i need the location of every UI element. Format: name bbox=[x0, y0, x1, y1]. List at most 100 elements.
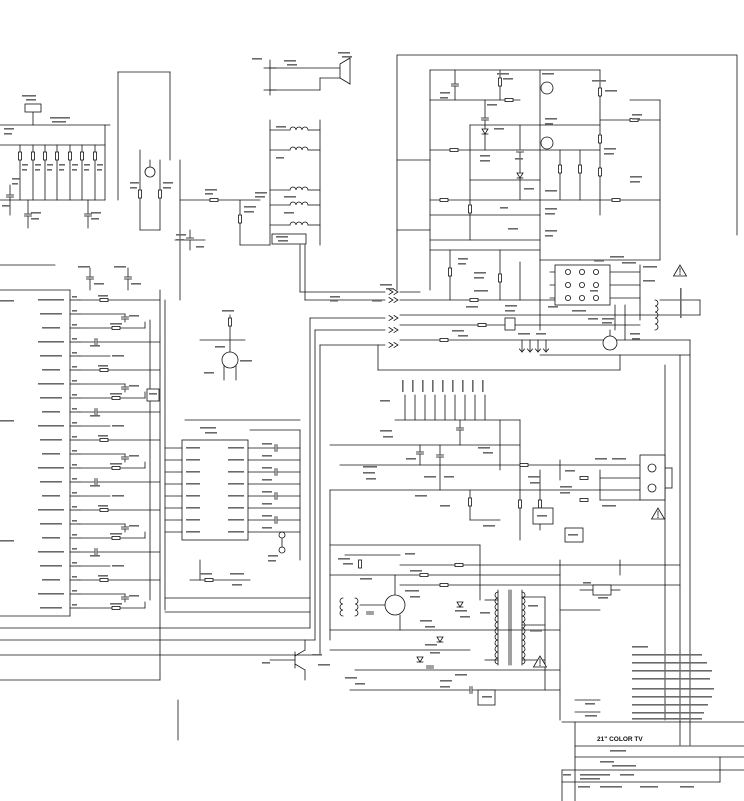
label-mark bbox=[284, 60, 296, 62]
label-mark bbox=[508, 228, 518, 230]
relay-contact bbox=[593, 294, 600, 301]
label-mark bbox=[131, 283, 141, 285]
label-mark bbox=[38, 341, 64, 343]
label-mark bbox=[72, 506, 77, 508]
resistor-icon bbox=[99, 298, 109, 302]
label-mark bbox=[595, 458, 607, 460]
label-mark bbox=[90, 555, 100, 557]
relay-contact bbox=[579, 281, 586, 288]
label-mark bbox=[622, 262, 636, 264]
label-mark bbox=[545, 235, 553, 237]
label-mark bbox=[84, 164, 90, 166]
label-mark bbox=[632, 688, 714, 690]
label-mark bbox=[244, 206, 256, 208]
label-mark bbox=[59, 169, 64, 171]
label-mark bbox=[59, 164, 65, 166]
label-mark bbox=[640, 786, 658, 788]
connector-pin bbox=[388, 341, 394, 349]
label-mark bbox=[497, 73, 509, 75]
label-mark bbox=[604, 153, 614, 155]
label-mark bbox=[430, 652, 440, 654]
label-mark bbox=[630, 176, 642, 178]
label-mark bbox=[402, 380, 404, 392]
wire bbox=[396, 54, 738, 291]
component-box bbox=[146, 388, 160, 402]
label-mark bbox=[630, 181, 640, 183]
title-block-title: 21" COLOR TV bbox=[597, 736, 643, 743]
inductor-icon bbox=[289, 126, 309, 131]
label-mark bbox=[98, 575, 108, 577]
resistor-icon bbox=[111, 326, 121, 330]
label-mark bbox=[40, 565, 62, 567]
label-mark bbox=[600, 761, 614, 763]
label-mark bbox=[632, 696, 712, 698]
label-mark bbox=[112, 565, 124, 567]
label-mark bbox=[255, 196, 265, 198]
resistor-icon bbox=[80, 151, 84, 161]
label-mark bbox=[440, 686, 450, 688]
label-mark bbox=[580, 778, 600, 780]
top-left-connector-section bbox=[0, 71, 171, 266]
resistor-icon bbox=[111, 396, 121, 400]
label-mark bbox=[228, 519, 244, 521]
label-mark bbox=[474, 290, 488, 292]
label-mark bbox=[330, 300, 338, 302]
label-mark bbox=[262, 479, 272, 481]
title-block: 21" COLOR TV bbox=[561, 721, 744, 801]
resistor-icon bbox=[111, 466, 121, 470]
label-mark bbox=[602, 318, 614, 320]
label-mark bbox=[40, 313, 62, 315]
label-mark bbox=[363, 466, 377, 468]
inductor-icon bbox=[289, 221, 309, 226]
label-mark bbox=[480, 155, 490, 157]
top-center-section bbox=[130, 52, 386, 301]
label-mark bbox=[129, 385, 139, 387]
label-mark bbox=[338, 52, 350, 54]
connector-pin bbox=[393, 296, 399, 304]
capacitor-gap bbox=[121, 386, 129, 390]
label-mark bbox=[228, 483, 244, 485]
capacitor-gap bbox=[456, 427, 464, 431]
connector-pin bbox=[526, 348, 534, 353]
inductor-icon bbox=[521, 591, 526, 665]
label-mark bbox=[276, 236, 288, 238]
label-mark bbox=[268, 555, 278, 557]
label-mark bbox=[632, 646, 648, 648]
inductor-icon bbox=[289, 201, 309, 206]
label-mark bbox=[480, 160, 490, 162]
label-mark bbox=[268, 560, 276, 562]
label-mark bbox=[42, 537, 60, 539]
label-mark bbox=[460, 616, 470, 618]
label-mark bbox=[72, 590, 77, 592]
signal-bus bbox=[0, 284, 691, 746]
transistor-icon bbox=[221, 351, 239, 369]
label-mark bbox=[72, 576, 77, 578]
label-mark bbox=[455, 610, 467, 612]
label-mark bbox=[90, 415, 100, 417]
label-mark bbox=[386, 288, 394, 290]
label-mark bbox=[90, 345, 100, 347]
label-mark bbox=[612, 765, 636, 767]
label-mark bbox=[287, 64, 297, 66]
label-mark bbox=[480, 612, 490, 614]
label-mark bbox=[487, 104, 497, 106]
center-ic-section bbox=[164, 310, 301, 586]
label-mark bbox=[228, 447, 244, 449]
relay-section bbox=[399, 249, 701, 356]
label-mark bbox=[643, 266, 657, 268]
connector-pin bbox=[542, 348, 550, 353]
resistor-icon bbox=[454, 563, 464, 567]
label-mark bbox=[412, 380, 414, 392]
label-mark bbox=[318, 664, 330, 666]
label-mark bbox=[458, 263, 466, 265]
label-mark bbox=[110, 533, 122, 535]
inductor-icon bbox=[354, 597, 359, 617]
capacitor-gap bbox=[426, 665, 434, 669]
label-mark bbox=[72, 562, 77, 564]
label-mark bbox=[518, 333, 530, 335]
label-mark bbox=[643, 280, 655, 282]
label-mark bbox=[262, 527, 272, 529]
label-mark bbox=[583, 582, 591, 584]
label-mark bbox=[410, 596, 420, 598]
label-mark bbox=[548, 306, 558, 308]
